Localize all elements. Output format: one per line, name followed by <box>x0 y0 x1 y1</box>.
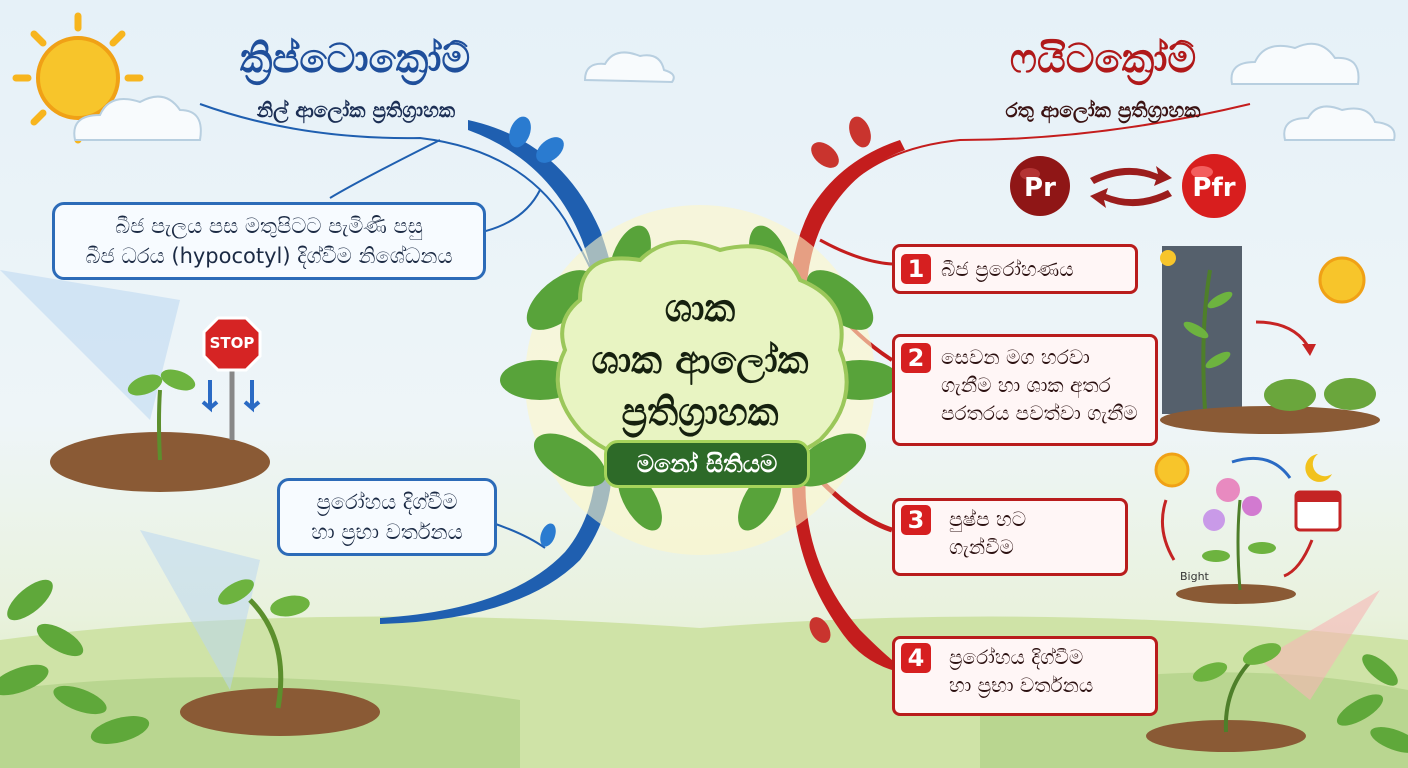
blue-light-beam <box>0 270 180 420</box>
center-title-line: ශාක ආලෝක <box>591 338 809 382</box>
phytochrome-subtitle: රතු ආලෝක ප්‍රතිග්‍රාහක <box>1005 98 1201 122</box>
shade-avoidance-illustration <box>1160 246 1380 434</box>
item-number: 1 <box>901 254 931 284</box>
item-line: ගැන්වීම <box>949 535 1014 559</box>
phytochrome-item-2: 2 සෙවන මග හරවා ගැනීම හා ශාක අතර පරතරය පව… <box>892 334 1158 446</box>
cryptochrome-title: ක්‍රිප්ටොක්‍රෝම් <box>239 36 471 82</box>
conversion-arrows-icon <box>1090 166 1172 208</box>
red-light-beam <box>1260 590 1380 700</box>
leafy-plant-right <box>1336 654 1408 753</box>
item-number: 2 <box>901 343 931 373</box>
cryptochrome-subtitle: නිල් ආලෝක ප්‍රතිග්‍රාහක <box>256 98 456 122</box>
mind-map-badge: මනෝ සිතියම <box>604 440 810 488</box>
phytochrome-item-3: 3 පුෂ්ප හට ගැන්වීම <box>892 498 1128 576</box>
callout-line: බීජ පැලය පස මතුපිටට පැමිණි පසු <box>115 214 423 238</box>
center-title-line: ශාක <box>664 286 736 330</box>
pfr-label: Pfr <box>1192 173 1235 203</box>
cloud-icons <box>73 42 1396 141</box>
phytochrome-title: ෆයිටක්‍රෝම් <box>1009 36 1197 82</box>
phytochrome-item-1: 1 බීජ ප්‍රරෝහණය <box>892 244 1138 294</box>
callout-line: හා ප්‍රභා වර්තනය <box>311 520 463 544</box>
center-title: ශාක ශාක ආලෝක ප්‍රතිග්‍රාහක <box>550 282 850 438</box>
phytochrome-item-4: 4 ප්‍රරෝහය දිග්වීම හා ප්‍රභා වර්තනය <box>892 636 1158 716</box>
blue-light-beam <box>140 530 260 690</box>
flower-label: Bight <box>1180 570 1209 583</box>
center-title-line: ප්‍රතිග්‍රාහක <box>621 390 779 434</box>
bending-seedling-illustration <box>180 579 380 736</box>
item-line: පුෂ්ප හට <box>949 507 1027 531</box>
pfr-sphere-icon <box>1182 154 1246 218</box>
seedling-illustration-right <box>1146 643 1306 752</box>
item-number: 4 <box>901 643 931 673</box>
item-line: සෙවන මග හරවා <box>941 345 1090 369</box>
item-line: ප්‍රරෝහය දිග්වීම <box>949 645 1084 669</box>
pr-label: Pr <box>1024 173 1056 203</box>
sun-icon-right <box>1318 256 1366 304</box>
stop-sign-label: STOP <box>209 334 255 352</box>
callout-shoot-elongation: ප්‍රරෝහය දිග්වීම හා ප්‍රභා වර්තනය <box>277 478 497 556</box>
callout-hypocotyl-inhibition: බීජ පැලය පස මතුපිටට පැමිණි පසු බීජ ධරය (… <box>52 202 486 280</box>
callout-line: බීජ ධරය (hypocotyl) දිග්වීම නිශේධනය <box>85 244 453 268</box>
item-number: 3 <box>901 505 931 535</box>
seedling-stop-illustration <box>50 316 270 492</box>
item-line: බීජ ප්‍රරෝහණය <box>941 257 1074 281</box>
item-line: ගැනීම හා ශාක අතර <box>941 373 1111 397</box>
item-line: හා ප්‍රභා වර්තනය <box>949 673 1094 697</box>
flowering-cycle-illustration <box>1154 452 1342 604</box>
leafy-plant-left <box>0 579 150 744</box>
callout-line: ප්‍රරෝහය දිග්වීම <box>316 490 458 514</box>
item-line: පරතරය පවත්වා ගැනීම <box>941 401 1138 425</box>
pr-sphere-icon <box>1010 156 1070 216</box>
